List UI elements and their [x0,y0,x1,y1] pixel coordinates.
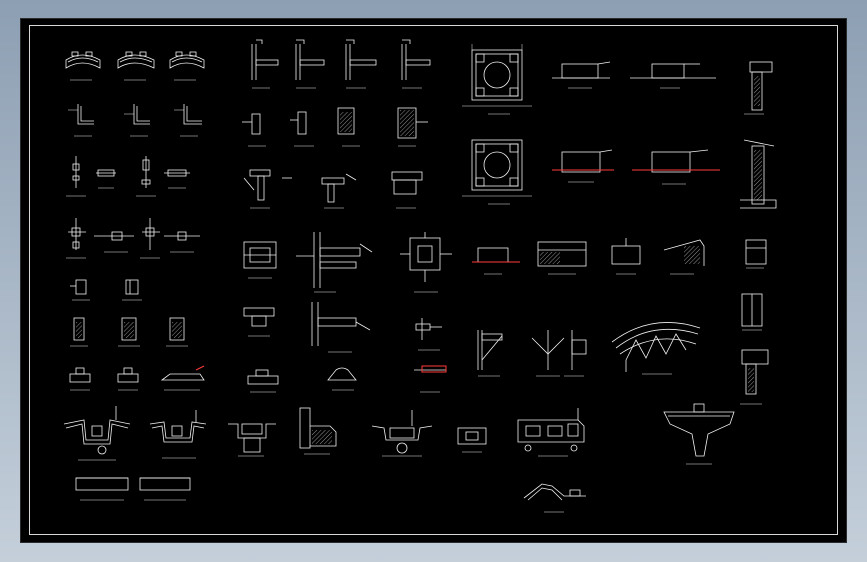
detail-column-base-plan-2 [462,139,532,205]
detail-gutter-trough-2 [149,410,207,459]
detail-curved-roof-truss [611,322,701,375]
detail-group-plans [462,44,777,465]
drawing-border-frame [29,25,838,535]
detail-pile-cap [663,403,735,465]
detail-group-gutter-sections [63,51,207,501]
detail-column-base-plan-1 [462,44,532,115]
cad-drawing-sheet [20,18,847,543]
detail-group-connections [228,39,586,513]
detail-gutter-trough-1 [63,406,131,461]
